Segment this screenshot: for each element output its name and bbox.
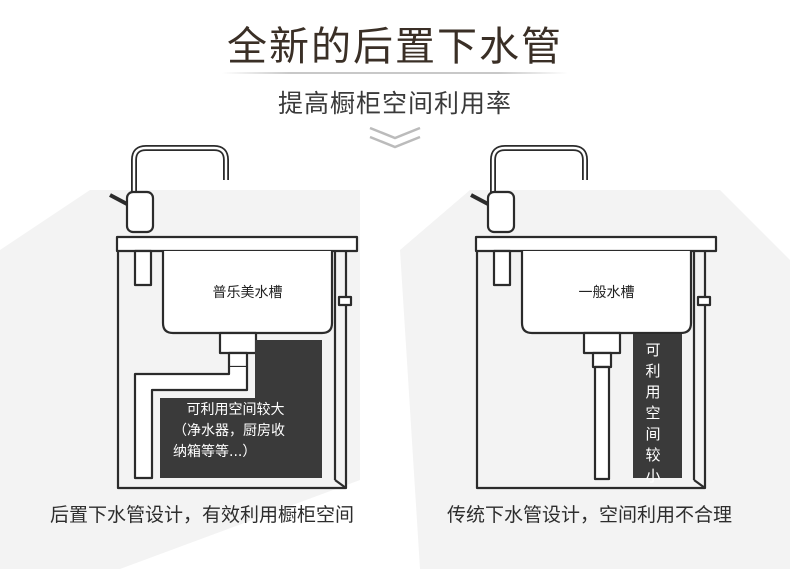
right-caption: 传统下水管设计，空间利用不合理 <box>447 504 733 526</box>
vertical-drain-pipe <box>593 365 611 481</box>
space-label-char: 间 <box>645 425 661 443</box>
page-title: 全新的后置下水管 <box>227 24 563 70</box>
small-space-label: 可 利 用 空 间 较 小 <box>643 340 663 487</box>
rear-drain-pipe <box>133 367 249 480</box>
page-subtitle: 提高橱柜空间利用率 <box>277 89 512 118</box>
countertop <box>474 235 718 253</box>
space-label-line: 纳箱等等...） <box>173 444 257 460</box>
space-label-char: 利 <box>645 362 661 380</box>
large-space-label: 可利用空间较大 （净水器，厨房收 纳箱等等...） <box>163 400 308 463</box>
left-caption: 后置下水管设计，有效利用橱柜空间 <box>50 504 355 526</box>
space-label-line: （净水器，厨房收 <box>173 423 285 439</box>
space-label-char: 较 <box>645 446 661 464</box>
available-space-small <box>633 334 682 478</box>
space-label-char: 用 <box>645 383 661 401</box>
space-label-line: 可利用空间较大 <box>186 402 285 418</box>
title-divider <box>222 72 568 74</box>
cabinet <box>475 251 707 490</box>
space-label-char: 空 <box>645 404 661 422</box>
available-space-large <box>160 340 322 478</box>
double-chevron-down-icon <box>369 126 421 149</box>
space-label-char: 可 <box>645 341 661 359</box>
left-sink-label: 普乐美水槽 <box>212 285 283 301</box>
cabinet <box>116 251 348 490</box>
space-label-char: 小 <box>645 467 661 485</box>
right-sink-label: 一般水槽 <box>578 285 635 301</box>
